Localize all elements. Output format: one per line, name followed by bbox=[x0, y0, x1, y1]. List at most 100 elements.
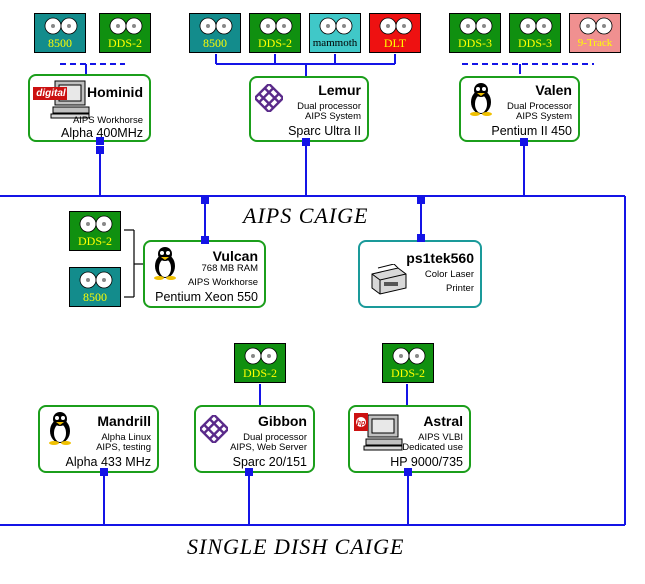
host-name: ps1tek560 bbox=[406, 250, 474, 266]
tape-label: 8500 bbox=[48, 36, 72, 50]
host-name: Vulcan bbox=[212, 248, 258, 264]
host-desc-line: Dual processor bbox=[243, 432, 307, 443]
host-valen[interactable]: Valen Dual Processor AIPS System Pentium… bbox=[459, 76, 580, 142]
tape-label: DDS-2 bbox=[390, 366, 425, 380]
tape-reels-icon bbox=[459, 17, 493, 35]
tape-reels-icon bbox=[379, 17, 413, 35]
host-name: Mandrill bbox=[97, 413, 151, 429]
host-desc-line: AIPS VLBI bbox=[418, 432, 463, 443]
host-model: Alpha 400MHz bbox=[61, 126, 143, 140]
tape-reels-icon bbox=[244, 347, 278, 365]
tape-reels-icon bbox=[259, 17, 293, 35]
tape-reels-icon bbox=[579, 17, 613, 35]
tape-drive: mammoth bbox=[309, 13, 361, 53]
linux-penguin-icon bbox=[470, 83, 492, 116]
tape-label: DDS-2 bbox=[77, 234, 112, 248]
host-desc-line: Printer bbox=[446, 283, 474, 294]
network-port bbox=[96, 137, 104, 145]
host-desc-line: AIPS Workhorse bbox=[72, 115, 143, 126]
printer-icon bbox=[371, 264, 407, 295]
tape-reels-icon bbox=[79, 215, 113, 233]
tape-reels-icon bbox=[392, 347, 426, 365]
tape-drive: DDS-2 bbox=[99, 13, 151, 53]
host-model: Alpha 433 MHz bbox=[65, 455, 151, 469]
tape-label: 9-Track bbox=[577, 37, 613, 49]
host-mandrill[interactable]: Mandrill Alpha Linux AIPS, testing Alpha… bbox=[38, 405, 159, 473]
host-desc-line: AIPS, Web Server bbox=[230, 442, 307, 453]
tape-drive: 9-Track bbox=[569, 13, 621, 53]
network-port bbox=[302, 138, 310, 146]
host-desc-line: AIPS System bbox=[516, 111, 572, 122]
sun-logo-icon bbox=[200, 415, 228, 443]
tape-label: DDS-2 bbox=[242, 366, 277, 380]
network-port bbox=[96, 146, 104, 154]
host-model: Sparc 20/151 bbox=[232, 455, 307, 469]
host-name: Hominid bbox=[87, 84, 143, 100]
tape-drive: DDS-2 bbox=[234, 343, 286, 383]
host-name: Gibbon bbox=[258, 413, 307, 429]
host-lemur[interactable]: Lemur Dual processor AIPS System Sparc U… bbox=[249, 76, 369, 142]
network-port bbox=[417, 234, 425, 242]
digital-workstation-icon bbox=[33, 80, 90, 119]
host-gibbon[interactable]: Gibbon Dual processor AIPS, Web Server S… bbox=[194, 405, 315, 473]
hp-workstation-icon: hp bbox=[354, 413, 403, 451]
tape-drive: DDS-3 bbox=[449, 13, 501, 53]
host-model: Pentium Xeon 550 bbox=[155, 290, 258, 304]
tape-label: DDS-2 bbox=[107, 36, 142, 50]
tape-drive: DDS-2 bbox=[69, 211, 121, 251]
linux-penguin-icon bbox=[49, 412, 71, 445]
tape-label: 8500 bbox=[83, 290, 107, 304]
tape-drive: 8500 bbox=[69, 267, 121, 307]
host-desc-line: Alpha Linux bbox=[101, 432, 151, 443]
tape-reels-icon bbox=[199, 17, 233, 35]
host-vulcan[interactable]: Vulcan 768 MB RAM AIPS Workhorse Pentium… bbox=[143, 240, 266, 308]
host-name: Astral bbox=[423, 413, 463, 429]
tape-drive: 8500 bbox=[189, 13, 241, 53]
network-port bbox=[417, 196, 425, 204]
host-model: HP 9000/735 bbox=[390, 455, 463, 469]
tape-label: DDS-3 bbox=[517, 36, 552, 50]
single-dish-caige-label: SINGLE DISH CAIGE bbox=[187, 534, 405, 559]
aips-caige-label: AIPS CAIGE bbox=[243, 203, 369, 228]
host-desc-line: 768 MB RAM bbox=[201, 263, 259, 274]
tape-drive: DDS-2 bbox=[382, 343, 434, 383]
host-desc-line: Dedicated use bbox=[402, 442, 463, 453]
host-desc-line: AIPS, testing bbox=[96, 442, 151, 453]
network-port bbox=[520, 138, 528, 146]
tape-label: DLT bbox=[383, 36, 407, 50]
network-port bbox=[201, 236, 209, 244]
host-model: Sparc Ultra II bbox=[288, 124, 361, 138]
tape-drive: DLT bbox=[369, 13, 421, 53]
network-port bbox=[404, 468, 412, 476]
svg-text:hp: hp bbox=[357, 420, 366, 427]
host-desc-line: AIPS Workhorse bbox=[187, 277, 258, 288]
host-desc-line: Dual processor bbox=[297, 101, 361, 112]
linux-penguin-icon bbox=[154, 247, 176, 280]
network-port bbox=[201, 196, 209, 204]
tape-reels-icon bbox=[44, 17, 78, 35]
digital-logo-text: digital bbox=[36, 88, 66, 99]
tape-label: DDS-3 bbox=[457, 36, 492, 50]
tape-reels-icon bbox=[519, 17, 553, 35]
tape-label: 8500 bbox=[203, 36, 227, 50]
tape-drive: DDS-3 bbox=[509, 13, 561, 53]
tape-drive: 8500 bbox=[34, 13, 86, 53]
tape-drive: DDS-2 bbox=[249, 13, 301, 53]
host-hominid[interactable]: digital Hominid AIPS Workhorse Alpha 400… bbox=[28, 74, 151, 142]
network-port bbox=[100, 468, 108, 476]
host-name: Valen bbox=[535, 82, 572, 98]
host-desc-line: Dual Processor bbox=[507, 101, 572, 112]
printer-ps1tek560[interactable]: ps1tek560 Color Laser Printer bbox=[358, 240, 482, 308]
tape-label: mammoth bbox=[312, 37, 358, 49]
host-name: Lemur bbox=[318, 82, 361, 98]
tape-reels-icon bbox=[109, 17, 143, 35]
tape-reels-icon bbox=[319, 17, 353, 35]
host-model: Pentium II 450 bbox=[491, 124, 572, 138]
host-desc-line: AIPS System bbox=[305, 111, 361, 122]
tape-label: DDS-2 bbox=[257, 36, 292, 50]
host-desc-line: Color Laser bbox=[424, 269, 474, 280]
host-astral[interactable]: hp Astral AIPS VLBI Dedicated use HP 900… bbox=[348, 405, 471, 473]
network-port bbox=[245, 468, 253, 476]
